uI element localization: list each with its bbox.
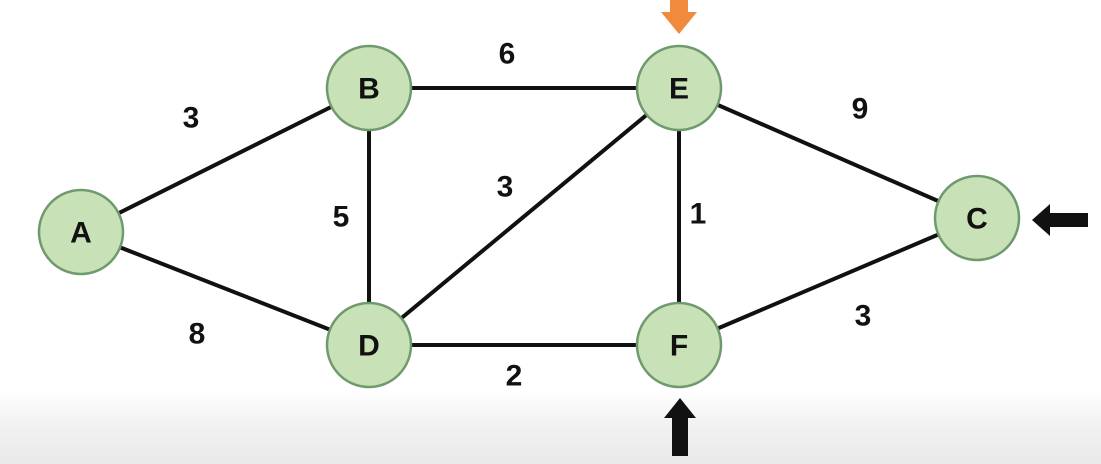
black-arrow-to-f-icon [664, 398, 696, 456]
nodes-layer: A B D E F C [37, 44, 1021, 389]
node-circle-e [635, 44, 723, 132]
edge-weight-d-f: 2 [506, 360, 523, 393]
node-b: B [325, 44, 413, 132]
node-circle-c [933, 174, 1021, 262]
node-label-d: D [358, 330, 380, 363]
node-d: D [325, 301, 413, 389]
edges-layer [79, 86, 979, 347]
node-label-f: F [670, 330, 688, 363]
edge-weight-d-e: 3 [497, 171, 514, 204]
node-c: C [933, 174, 1021, 262]
node-circle-b [325, 44, 413, 132]
node-e: E [635, 44, 723, 132]
node-label-a: A [70, 217, 92, 250]
node-f: F [635, 301, 723, 389]
orange-arrow-to-e-icon [661, 0, 697, 34]
node-circle-d [325, 301, 413, 389]
edge-weight-f-c: 3 [855, 300, 872, 333]
edge-f-c [677, 216, 979, 347]
edge-d-e [367, 86, 681, 347]
black-arrow-to-c-icon [1032, 204, 1088, 236]
edge-weight-b-d: 5 [333, 201, 350, 234]
weights-layer: 3 8 5 6 3 2 1 9 3 [183, 38, 872, 393]
edge-weight-a-b: 3 [183, 102, 200, 135]
edge-a-d [79, 230, 371, 347]
node-circle-a [37, 188, 125, 276]
node-label-b: B [358, 73, 380, 106]
edge-weight-e-c: 9 [852, 93, 869, 126]
edge-e-c [677, 86, 979, 220]
node-a: A [37, 188, 125, 276]
edge-a-b [79, 86, 371, 234]
node-label-e: E [669, 73, 689, 106]
node-circle-f [635, 301, 723, 389]
edge-weight-a-d: 8 [189, 318, 206, 351]
markers-layer [661, 0, 1088, 456]
node-label-c: C [966, 203, 988, 236]
edge-weight-e-f: 1 [690, 198, 707, 231]
edge-weight-b-e: 6 [499, 38, 516, 71]
